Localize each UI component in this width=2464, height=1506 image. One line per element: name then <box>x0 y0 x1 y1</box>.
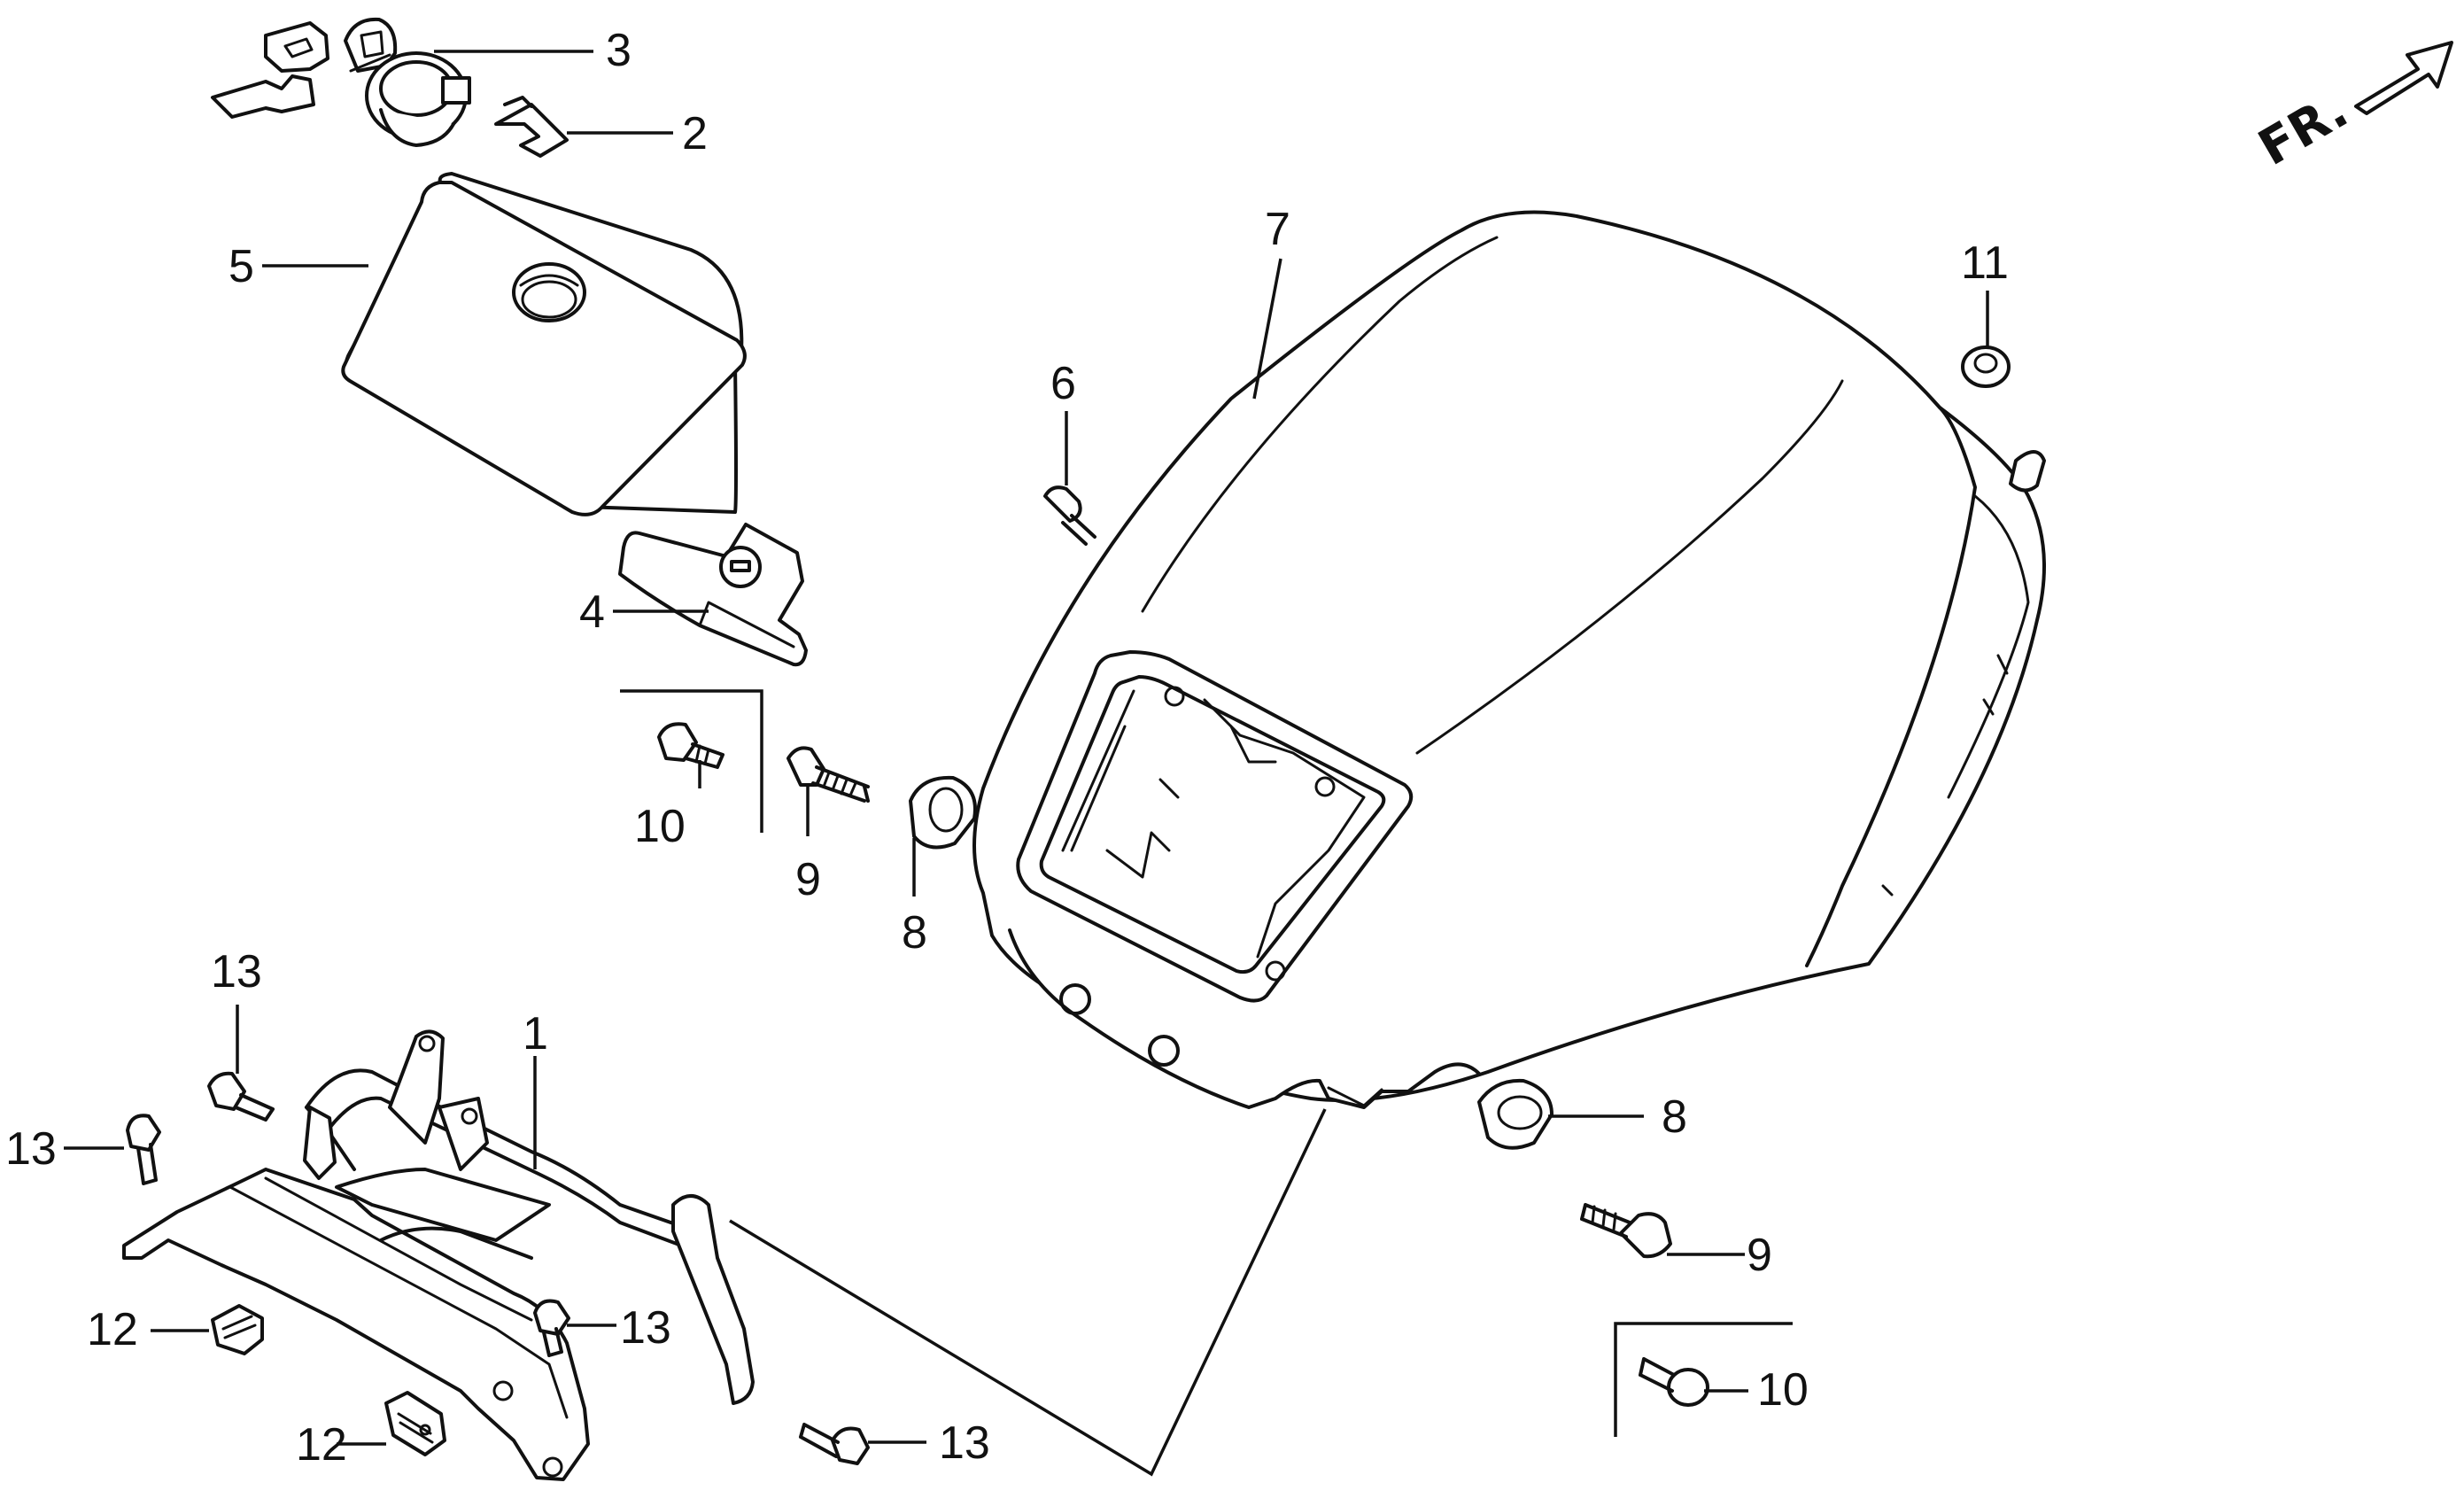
callout-13-d: 13 <box>939 1417 990 1469</box>
grommet-part-11 <box>1961 345 2011 388</box>
lid-part <box>341 172 747 516</box>
grommet-part-8-lower <box>1477 1078 1554 1150</box>
bracket-part <box>618 523 808 667</box>
clip-nut-part-12-lower <box>384 1391 446 1456</box>
callout-3: 3 <box>606 25 631 76</box>
callout-5: 5 <box>229 241 254 292</box>
clip-nut-part-12-upper <box>211 1304 264 1355</box>
bolt-part-9-upper <box>786 746 870 803</box>
callout-7: 7 <box>1265 204 1290 255</box>
group-bracket-upper <box>620 689 763 833</box>
grommet-part-8-upper <box>909 775 977 850</box>
front-direction-label: FR. <box>2250 82 2358 177</box>
screw-part-10-upper <box>657 722 724 769</box>
leader-lines <box>64 50 1989 1477</box>
front-direction-arrow: FR. <box>2250 41 2453 177</box>
bolt-part-9-lower <box>1580 1203 1672 1259</box>
callout-1: 1 <box>523 1008 548 1060</box>
callout-9-lower: 9 <box>1747 1230 1772 1281</box>
screw-part-10-lower <box>1639 1357 1709 1407</box>
bolt-part-13-b <box>126 1114 161 1185</box>
callout-6: 6 <box>1050 358 1076 409</box>
callout-8-lower: 8 <box>1662 1091 1687 1143</box>
bolt-part-13-c <box>533 1299 570 1357</box>
callout-12-upper: 12 <box>87 1304 138 1355</box>
front-cover-part <box>972 210 2046 1109</box>
callout-10-lower: 10 <box>1757 1364 1809 1416</box>
bolt-part-13-a <box>207 1071 275 1122</box>
callout-8-upper: 8 <box>902 907 927 959</box>
key-cylinder-part <box>211 17 471 147</box>
bolt-part-13-d <box>799 1423 870 1465</box>
clip-part <box>494 96 569 158</box>
callout-10-upper: 10 <box>634 801 686 852</box>
callout-13-a: 13 <box>211 946 262 998</box>
callout-13-b: 13 <box>5 1123 57 1175</box>
group-bracket-lower <box>1614 1322 1793 1437</box>
screw-part-6 <box>1043 485 1096 546</box>
callout-2: 2 <box>682 108 708 159</box>
callout-4: 4 <box>579 586 605 638</box>
callout-11: 11 <box>1961 237 2009 289</box>
callout-12-lower: 12 <box>296 1419 347 1471</box>
stay-frame-part <box>122 1029 755 1481</box>
callout-9-upper: 9 <box>795 854 821 905</box>
callout-13-c: 13 <box>620 1302 671 1354</box>
callout-numbers: 3 2 5 4 7 6 11 8 8 9 9 10 10 1 13 13 13 … <box>5 25 2009 1471</box>
